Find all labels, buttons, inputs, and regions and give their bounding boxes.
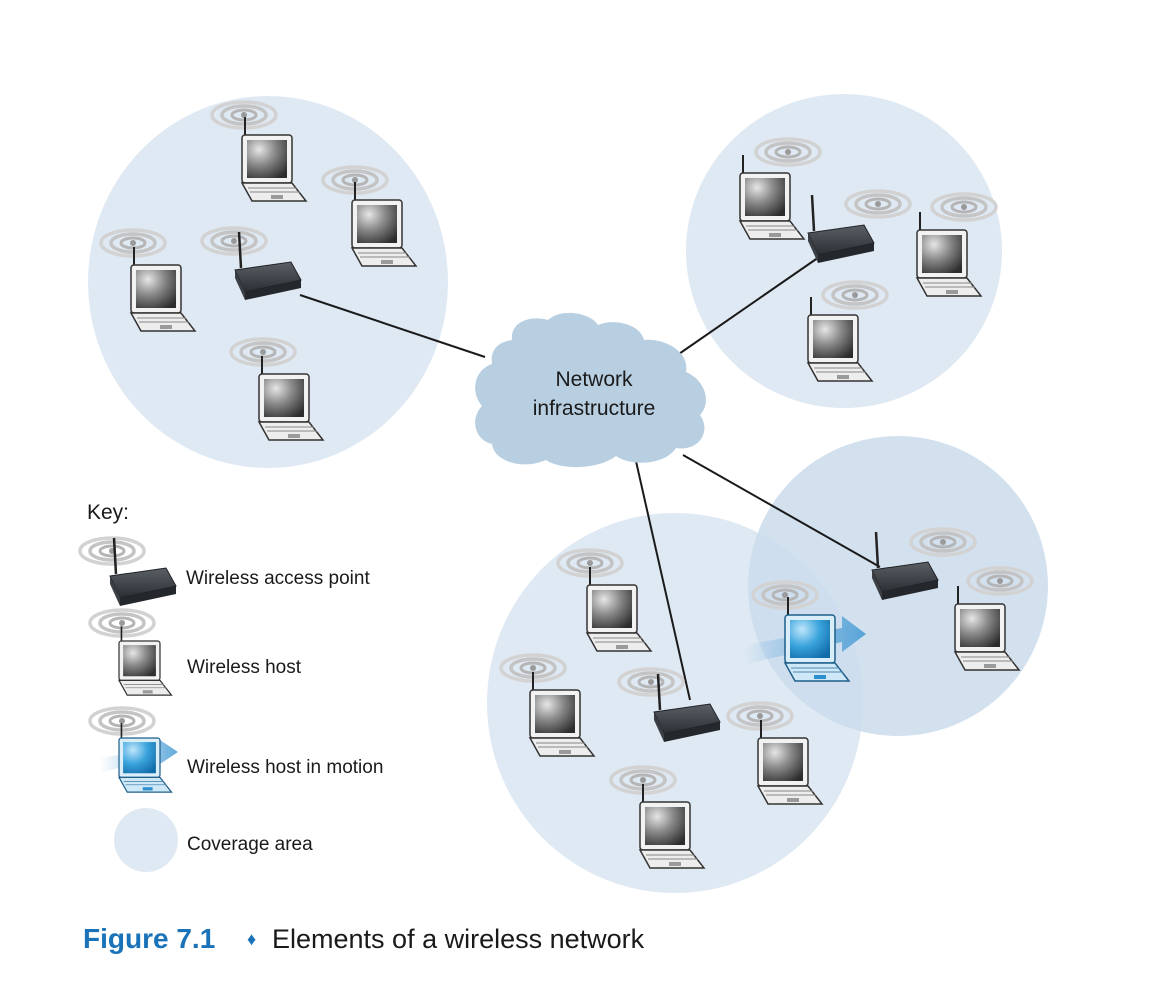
caption-separator: ♦ bbox=[247, 929, 256, 949]
figure-caption: Figure 7.1 ♦ Elements of a wireless netw… bbox=[83, 923, 645, 954]
network-infrastructure-cloud: Network infrastructure bbox=[475, 312, 706, 468]
radio-waves-icon bbox=[617, 667, 685, 697]
radio-waves-icon bbox=[200, 226, 268, 256]
radio-waves-icon bbox=[966, 566, 1034, 596]
cloud-label-line1: Network bbox=[555, 368, 633, 391]
key-label-coverage-area: Coverage area bbox=[187, 834, 313, 855]
key-label-access-point: Wireless access point bbox=[186, 568, 370, 589]
key-legend: Key: Wireless access point Wireless host… bbox=[78, 501, 383, 872]
wired-links bbox=[299, 254, 881, 701]
link-right-ap bbox=[675, 254, 823, 357]
moving-host bbox=[744, 580, 866, 682]
radio-waves-icon bbox=[844, 189, 912, 219]
radio-waves-icon bbox=[78, 536, 146, 566]
caption-figure-number: Figure 7.1 bbox=[83, 923, 215, 954]
link-left-ap bbox=[299, 294, 486, 358]
radio-waves-icon bbox=[821, 280, 889, 310]
key-title: Key: bbox=[87, 501, 129, 524]
radio-waves-icon bbox=[909, 527, 977, 557]
key-label-wireless-host: Wireless host bbox=[187, 657, 302, 678]
caption-title: Elements of a wireless network bbox=[272, 924, 645, 954]
key-coverage-area-icon bbox=[114, 808, 178, 872]
link-bottom-ap bbox=[632, 447, 691, 701]
radio-waves-icon bbox=[930, 192, 998, 222]
radio-waves-icon bbox=[754, 137, 822, 167]
link-bottom-right-ap bbox=[682, 454, 881, 568]
cloud-label-line2: infrastructure bbox=[533, 397, 656, 420]
key-label-host-in-motion: Wireless host in motion bbox=[187, 757, 383, 778]
radio-waves-icon bbox=[751, 580, 819, 610]
